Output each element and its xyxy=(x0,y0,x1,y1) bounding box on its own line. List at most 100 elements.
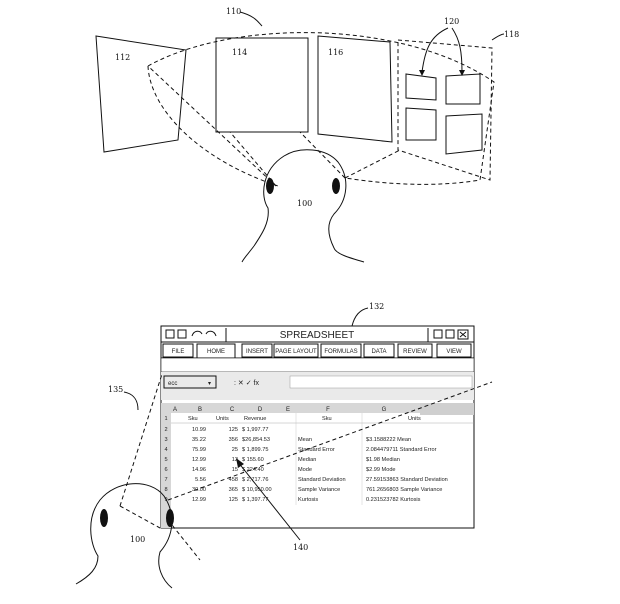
ribbon-tabs: FILE HOME INSERT PAGE LAYOUT FORMULAS DA… xyxy=(162,343,472,359)
tab-file[interactable] xyxy=(162,343,194,358)
cell[interactable]: $2.99 Mode xyxy=(366,467,396,473)
cell[interactable]: 10.99 xyxy=(192,427,206,433)
cell[interactable]: 14.96 xyxy=(192,467,206,473)
sub-panel-120a xyxy=(405,73,437,101)
cell[interactable]: 30.00 xyxy=(192,487,206,493)
cell[interactable]: 0.231523782 Kurtosis xyxy=(366,497,421,503)
minimize-icon[interactable] xyxy=(433,329,443,339)
display-panel-114 xyxy=(215,37,309,133)
ref-135: 135 xyxy=(108,385,123,394)
cell[interactable]: 75.99 xyxy=(192,447,206,453)
col-a[interactable]: A xyxy=(173,407,177,413)
display-panel-116 xyxy=(317,35,393,143)
col-g[interactable]: G xyxy=(382,407,387,413)
table-row: 7 5.56 458 $ 2,717.76 Standard Deviation… xyxy=(164,477,447,483)
tab-view[interactable] xyxy=(436,343,472,358)
left-earpiece-top xyxy=(266,178,274,194)
tab-data[interactable] xyxy=(363,343,395,358)
arrowhead-120-left xyxy=(419,70,425,76)
cell[interactable]: 12 xyxy=(232,457,238,463)
cell[interactable]: $ 224.40 xyxy=(242,467,264,473)
row-number-2: 2 xyxy=(164,427,167,433)
cell[interactable]: 27.59153863 Standard Deviation xyxy=(366,477,448,483)
cell[interactable]: Median xyxy=(298,457,316,463)
leader-140 xyxy=(237,461,301,541)
row-number-7: 7 xyxy=(164,477,167,483)
sight-lines-top xyxy=(147,65,401,187)
ref-110: 110 xyxy=(226,7,241,16)
cell[interactable]: $ 1,997.77 xyxy=(242,427,268,433)
row-number-8: 8 xyxy=(164,487,167,493)
formula-input[interactable] xyxy=(289,375,473,389)
row-number-3: 3 xyxy=(164,437,167,443)
table-row: 2 10.99 125 $ 1,997.77 xyxy=(164,427,268,433)
table-row: 3 35.22 356 $26,854.53 Mean $3.1588222 M… xyxy=(164,437,411,443)
cell-header-sku-2[interactable]: Sku xyxy=(322,416,332,422)
cell[interactable]: $ 2,717.76 xyxy=(242,477,268,483)
cell[interactable]: 125 xyxy=(229,497,238,503)
redo-icon[interactable] xyxy=(205,330,217,337)
col-b[interactable]: B xyxy=(198,407,202,413)
ref-140: 140 xyxy=(293,543,308,552)
cell[interactable]: Mode xyxy=(298,467,312,473)
name-box-dropdown-icon[interactable]: ▾ xyxy=(208,381,211,387)
cell-header-units[interactable]: Units xyxy=(216,416,229,422)
tab-file-label: FILE xyxy=(172,349,185,355)
cell[interactable]: 458 xyxy=(229,477,238,483)
cell-header-revenue[interactable]: Revenue xyxy=(244,416,266,422)
col-f[interactable]: F xyxy=(326,407,330,413)
cell[interactable]: $1.98 Median xyxy=(366,457,400,463)
leader-132 xyxy=(351,307,369,327)
cell[interactable]: 25 xyxy=(232,447,238,453)
cell[interactable]: 12.99 xyxy=(192,457,206,463)
name-box[interactable] xyxy=(163,375,217,389)
cell[interactable]: $3.1588222 Mean xyxy=(366,437,411,443)
tab-formulas[interactable] xyxy=(320,343,362,358)
row-number-6: 6 xyxy=(164,467,167,473)
table-row: 4 75.99 25 $ 1,899.75 Standard Error 2.0… xyxy=(164,447,436,453)
arrow-120-right xyxy=(451,27,463,73)
ref-100-bottom: 100 xyxy=(130,535,145,544)
cell[interactable]: 761.2656803 Sample Variance xyxy=(366,487,442,493)
cell[interactable]: $ 10,950.00 xyxy=(242,487,272,493)
cell[interactable]: 15 xyxy=(232,467,238,473)
cell[interactable]: Standard Error xyxy=(298,447,335,453)
tab-review[interactable] xyxy=(397,343,433,358)
cell-header-units-2[interactable]: Units xyxy=(408,416,421,422)
cell[interactable]: 125 xyxy=(229,427,238,433)
cell[interactable]: 12.99 xyxy=(192,497,206,503)
tab-page-layout[interactable] xyxy=(273,343,319,358)
cell[interactable]: Mean xyxy=(298,437,312,443)
cell[interactable]: Kurtosis xyxy=(298,497,318,503)
cell[interactable]: 356 xyxy=(229,437,238,443)
col-d[interactable]: D xyxy=(258,407,263,413)
tab-insert[interactable] xyxy=(241,343,273,358)
tab-page-layout-label: PAGE LAYOUT xyxy=(275,349,317,355)
field-of-view-arc xyxy=(147,32,495,187)
tab-review-label: REVIEW xyxy=(403,349,427,355)
cell[interactable]: Sample Variance xyxy=(298,487,340,493)
col-e[interactable]: E xyxy=(286,407,290,413)
close-icon[interactable] xyxy=(457,329,469,340)
name-box-value: ecc xyxy=(168,381,177,387)
cell[interactable]: Standard Deviation xyxy=(298,477,346,483)
cell[interactable]: 2.084479711 Standard Error xyxy=(366,447,437,453)
cell[interactable]: 365 xyxy=(229,487,238,493)
table-row: 8 30.00 365 $ 10,950.00 Sample Variance … xyxy=(164,487,442,493)
cell[interactable]: 35.22 xyxy=(192,437,206,443)
cell[interactable]: $26,854.53 xyxy=(242,437,270,443)
tab-data-label: DATA xyxy=(371,349,386,355)
undo-icon[interactable] xyxy=(191,330,203,337)
maximize-icon[interactable] xyxy=(445,329,455,339)
cell[interactable]: 5.56 xyxy=(195,477,206,483)
cell[interactable]: $ 1,397.77 xyxy=(242,497,268,503)
table-row: 6 14.96 15 $ 224.40 Mode $2.99 Mode xyxy=(164,467,395,473)
cell[interactable]: $ 1,899.75 xyxy=(242,447,268,453)
user-head-top xyxy=(253,149,365,263)
tab-home-label: HOME xyxy=(207,349,225,355)
cell-header-sku[interactable]: Sku xyxy=(188,416,198,422)
formula-buttons-icon[interactable]: : ✕ ✓ fx xyxy=(234,380,259,387)
col-c[interactable]: C xyxy=(230,407,235,413)
save-icon[interactable] xyxy=(177,329,187,339)
cell[interactable]: $ 155.60 xyxy=(242,457,264,463)
